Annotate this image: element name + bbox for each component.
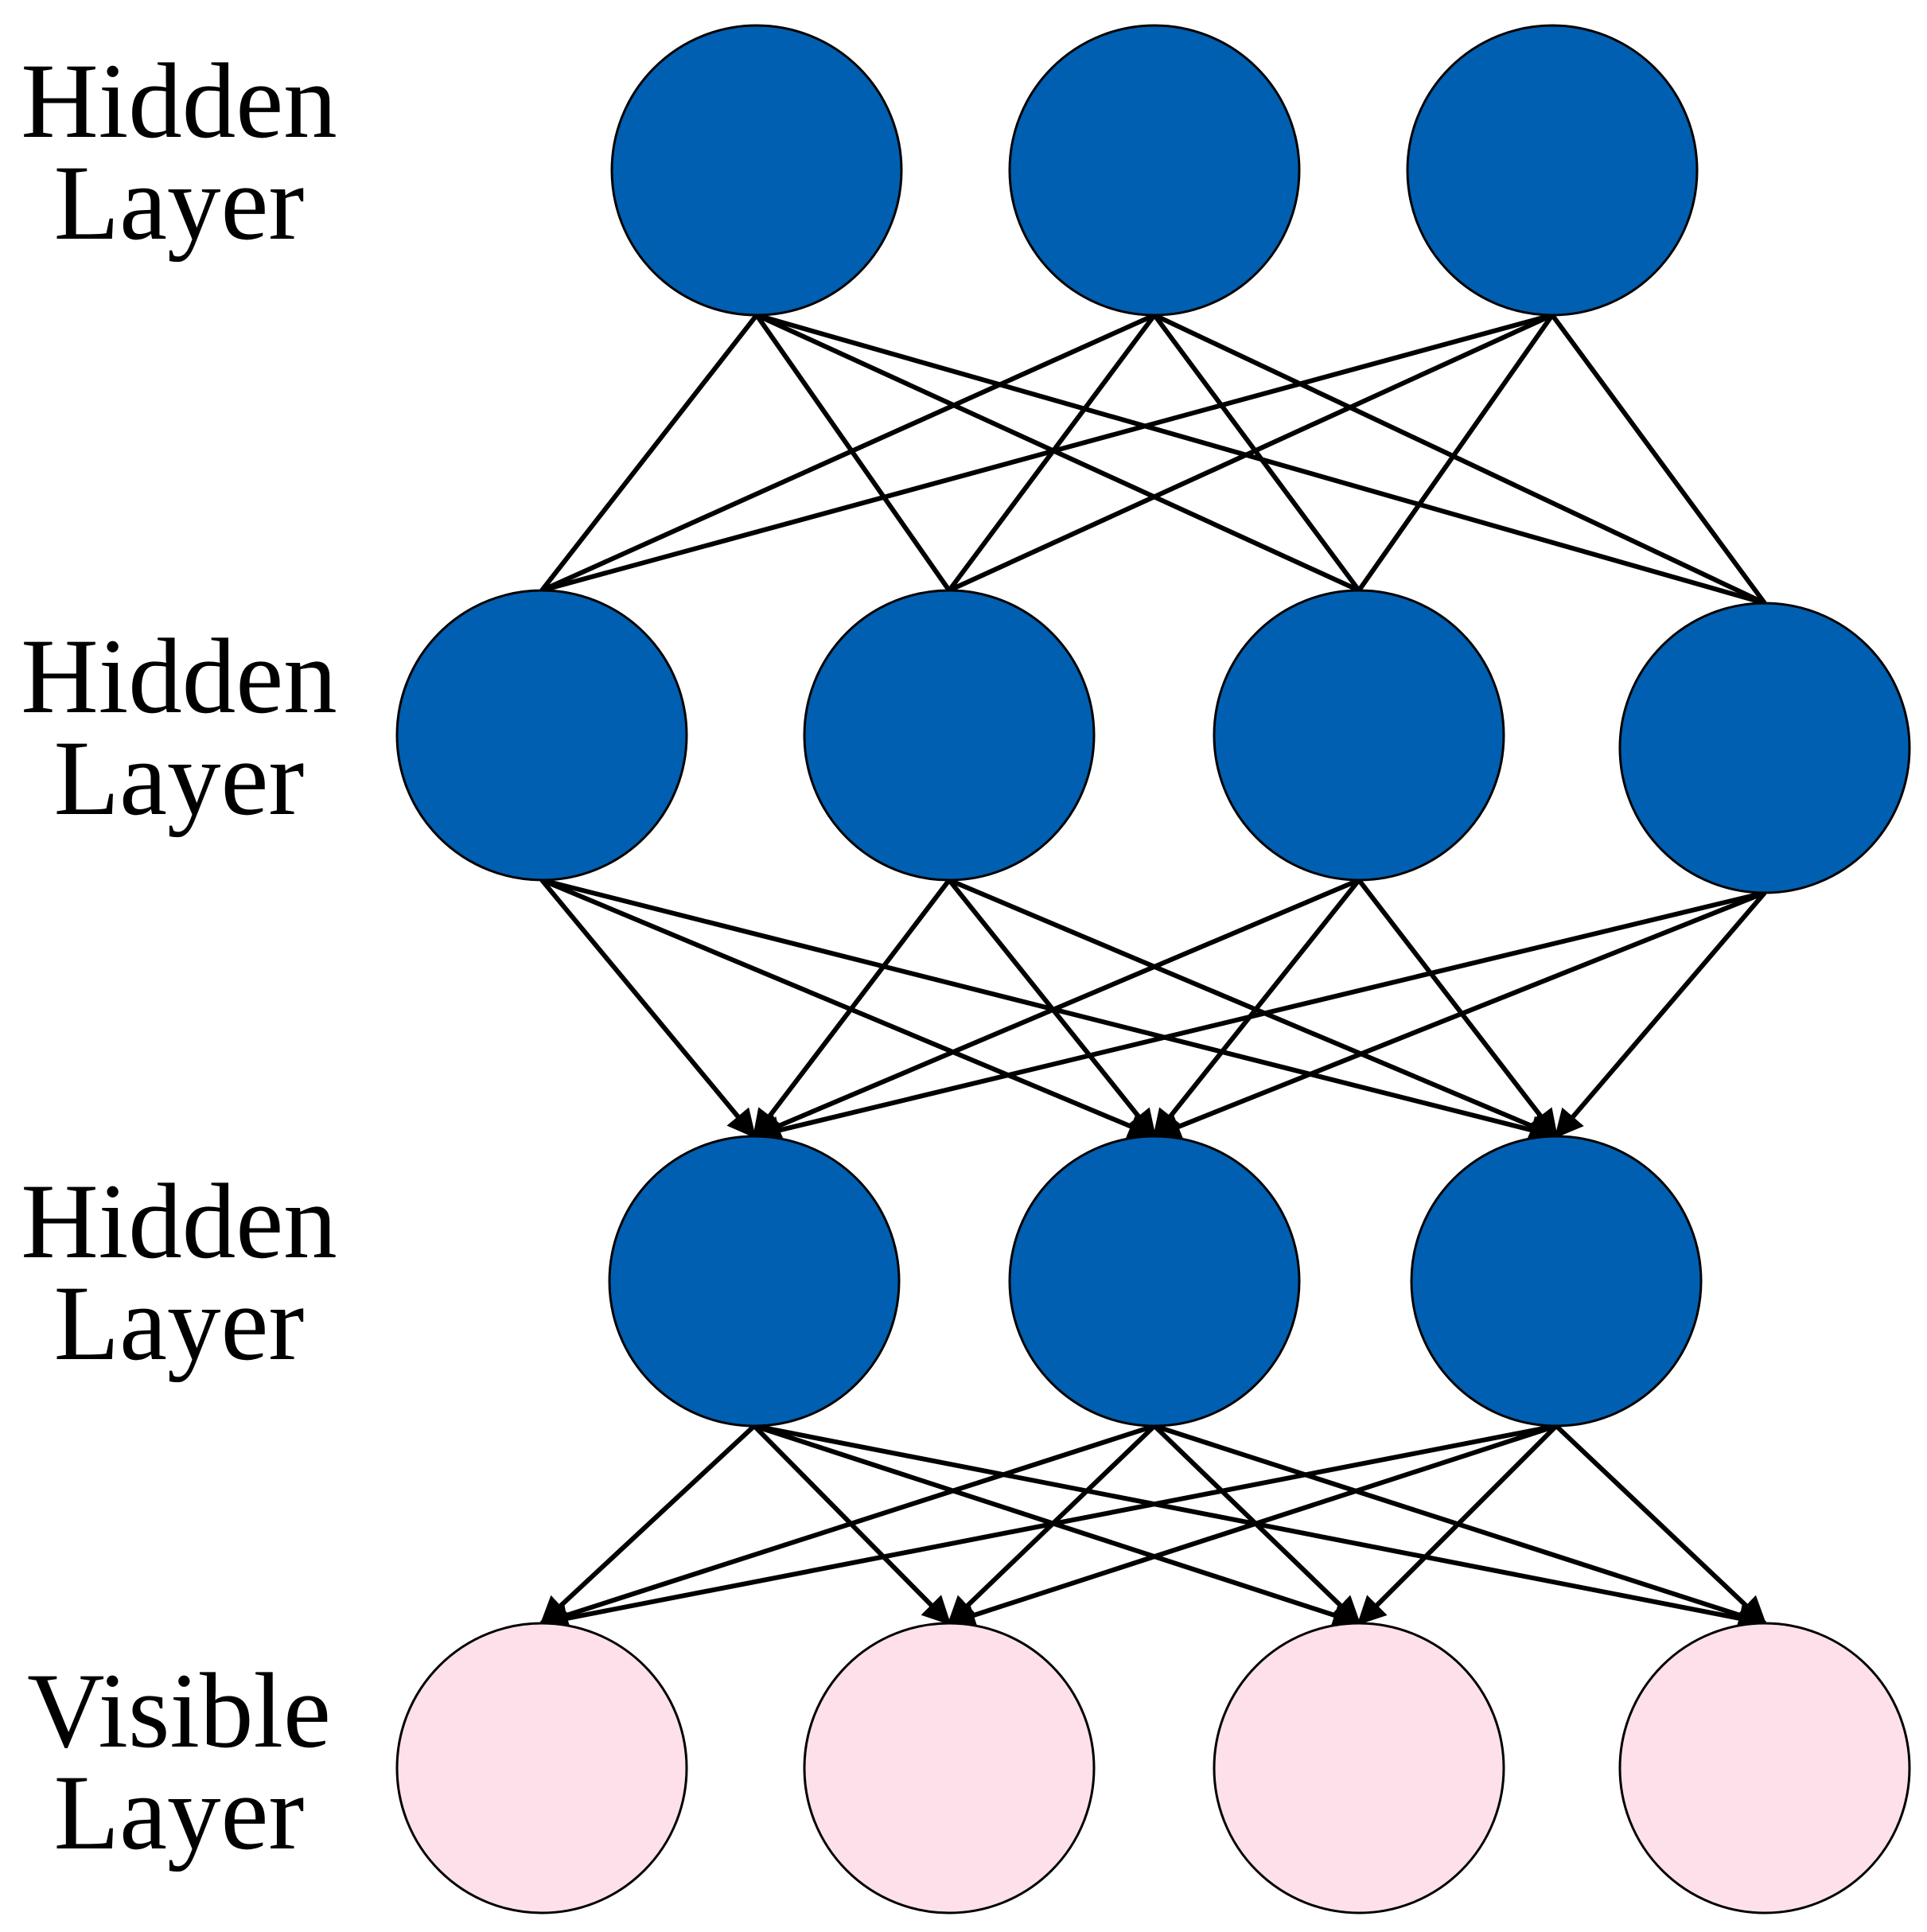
- layer-3-label-line2: Layer: [54, 1264, 305, 1383]
- connection-l2n4-l3n3: [1554, 891, 1767, 1139]
- connection-l2n4-l3n1: [751, 890, 1765, 1144]
- layer-4-label-line1: Visible: [27, 1652, 331, 1770]
- hidden-node-layer2-4: [1618, 602, 1911, 894]
- connection-l2n3-l3n1: [751, 878, 1361, 1139]
- connection-l2n4-l3n2: [1151, 890, 1766, 1140]
- connection-l1n3-l2n1: [541, 313, 1553, 593]
- connection-l1n2-l2n3: [1152, 314, 1361, 592]
- hidden-node-layer2-3: [1213, 589, 1505, 882]
- hidden-node-layer1-2: [1008, 24, 1301, 317]
- connection-l1n3-l2n3: [1357, 314, 1555, 592]
- visible-node-layer4-4: [1618, 1622, 1911, 1914]
- hidden-node-layer3-3: [1410, 1135, 1703, 1428]
- hidden-node-layer1-1: [610, 24, 903, 317]
- connection-l2n1-l3n1: [539, 878, 757, 1139]
- layer-2-label-line2: Layer: [54, 719, 305, 838]
- connection-l3n2-l4n1: [539, 1424, 1155, 1630]
- connection-l3n3-l4n2: [946, 1424, 1557, 1630]
- connection-l2n1-l3n2: [540, 878, 1158, 1140]
- connection-l2n2-l3n3: [948, 878, 1559, 1139]
- connection-l3n3-l4n1: [539, 1424, 1557, 1633]
- hidden-node-layer2-2: [803, 589, 1096, 882]
- visible-node-layer4-1: [395, 1622, 688, 1914]
- layer-label-1: Hidden Layer: [21, 42, 337, 263]
- connection-l1n2-l2n1: [540, 313, 1156, 593]
- layer-label-3: Hidden Layer: [21, 1163, 337, 1383]
- connection-l2n3-l3n3: [1357, 878, 1559, 1139]
- visible-node-layer4-2: [803, 1622, 1096, 1914]
- hidden-node-layer3-2: [1008, 1135, 1301, 1428]
- connection-l3n1-l4n1: [539, 1424, 757, 1626]
- connection-l1n1-l2n1: [539, 314, 759, 592]
- layer-1-label-line2: Layer: [54, 144, 305, 263]
- hidden-node-layer2-1: [395, 589, 688, 882]
- layer-4-label-line2: Layer: [54, 1754, 305, 1872]
- layer-label-2: Hidden Layer: [21, 617, 337, 838]
- layer-3-label-line1: Hidden: [21, 1163, 337, 1281]
- connection-l1n3-l2n4: [1550, 314, 1767, 605]
- layer-1-label-line1: Hidden: [21, 42, 337, 161]
- layer-2-label-line1: Hidden: [21, 617, 337, 736]
- layer-label-4: Visible Layer: [27, 1652, 331, 1872]
- connection-l3n3-l4n3: [1357, 1424, 1559, 1626]
- hidden-node-layer3-1: [608, 1135, 901, 1428]
- visible-node-layer4-3: [1213, 1622, 1505, 1914]
- connection-l2n2-l3n1: [752, 878, 952, 1139]
- connections-group: [539, 313, 1768, 1633]
- hidden-node-layer1-3: [1406, 24, 1699, 317]
- connection-l3n3-l4n4: [1554, 1424, 1767, 1626]
- connection-l1n3-l2n2: [948, 313, 1554, 593]
- connection-l1n1-l2n3: [755, 313, 1361, 593]
- connection-l2n3-l3n2: [1152, 878, 1361, 1139]
- nodes-group: [395, 24, 1911, 1914]
- connection-l1n2-l2n4: [1153, 313, 1766, 606]
